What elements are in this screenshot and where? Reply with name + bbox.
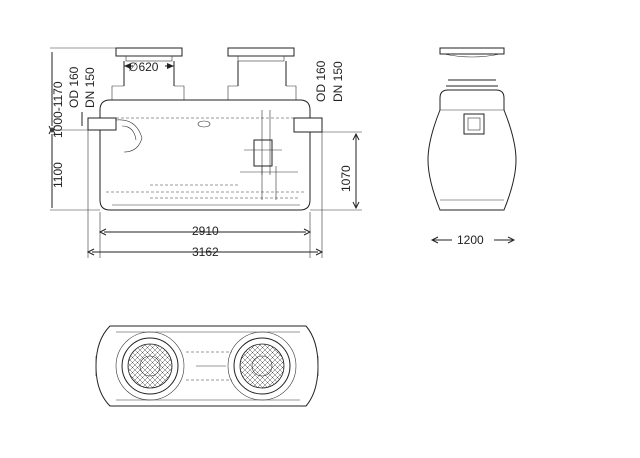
manhole-plan-left xyxy=(115,331,185,401)
side-view: ∅620 1000-1170 1100 OD 160 DN 150 OD 160… xyxy=(48,47,362,259)
end-view: 1200 xyxy=(427,47,517,247)
dim-inner-length: 2910 xyxy=(192,224,219,238)
dim-diameter-label: ∅620 xyxy=(128,60,159,74)
dim-total-height: 1100 xyxy=(51,162,65,188)
dim-outlet-od: OD 160 xyxy=(314,60,328,102)
inlet-pipe xyxy=(87,117,117,131)
tank-body-end xyxy=(427,89,517,211)
dim-inlet-height-range: 1000-1170 xyxy=(51,81,65,138)
manhole-cover-left xyxy=(115,47,183,57)
manhole-cover-right xyxy=(227,47,295,57)
outlet-pipe xyxy=(293,117,323,133)
plan-view xyxy=(95,325,319,407)
manhole-plan-right xyxy=(227,331,297,401)
dim-width: 1200 xyxy=(457,233,484,247)
dim-inlet-dn: DN 150 xyxy=(83,67,97,108)
tank-body-side xyxy=(99,99,311,211)
dim-inlet-od: OD 160 xyxy=(67,66,81,108)
dim-outlet-height: 1070 xyxy=(339,165,353,192)
dim-total-length: 3162 xyxy=(192,245,219,259)
dim-outlet-dn: DN 150 xyxy=(331,61,345,102)
tank-body-plan xyxy=(95,325,319,407)
